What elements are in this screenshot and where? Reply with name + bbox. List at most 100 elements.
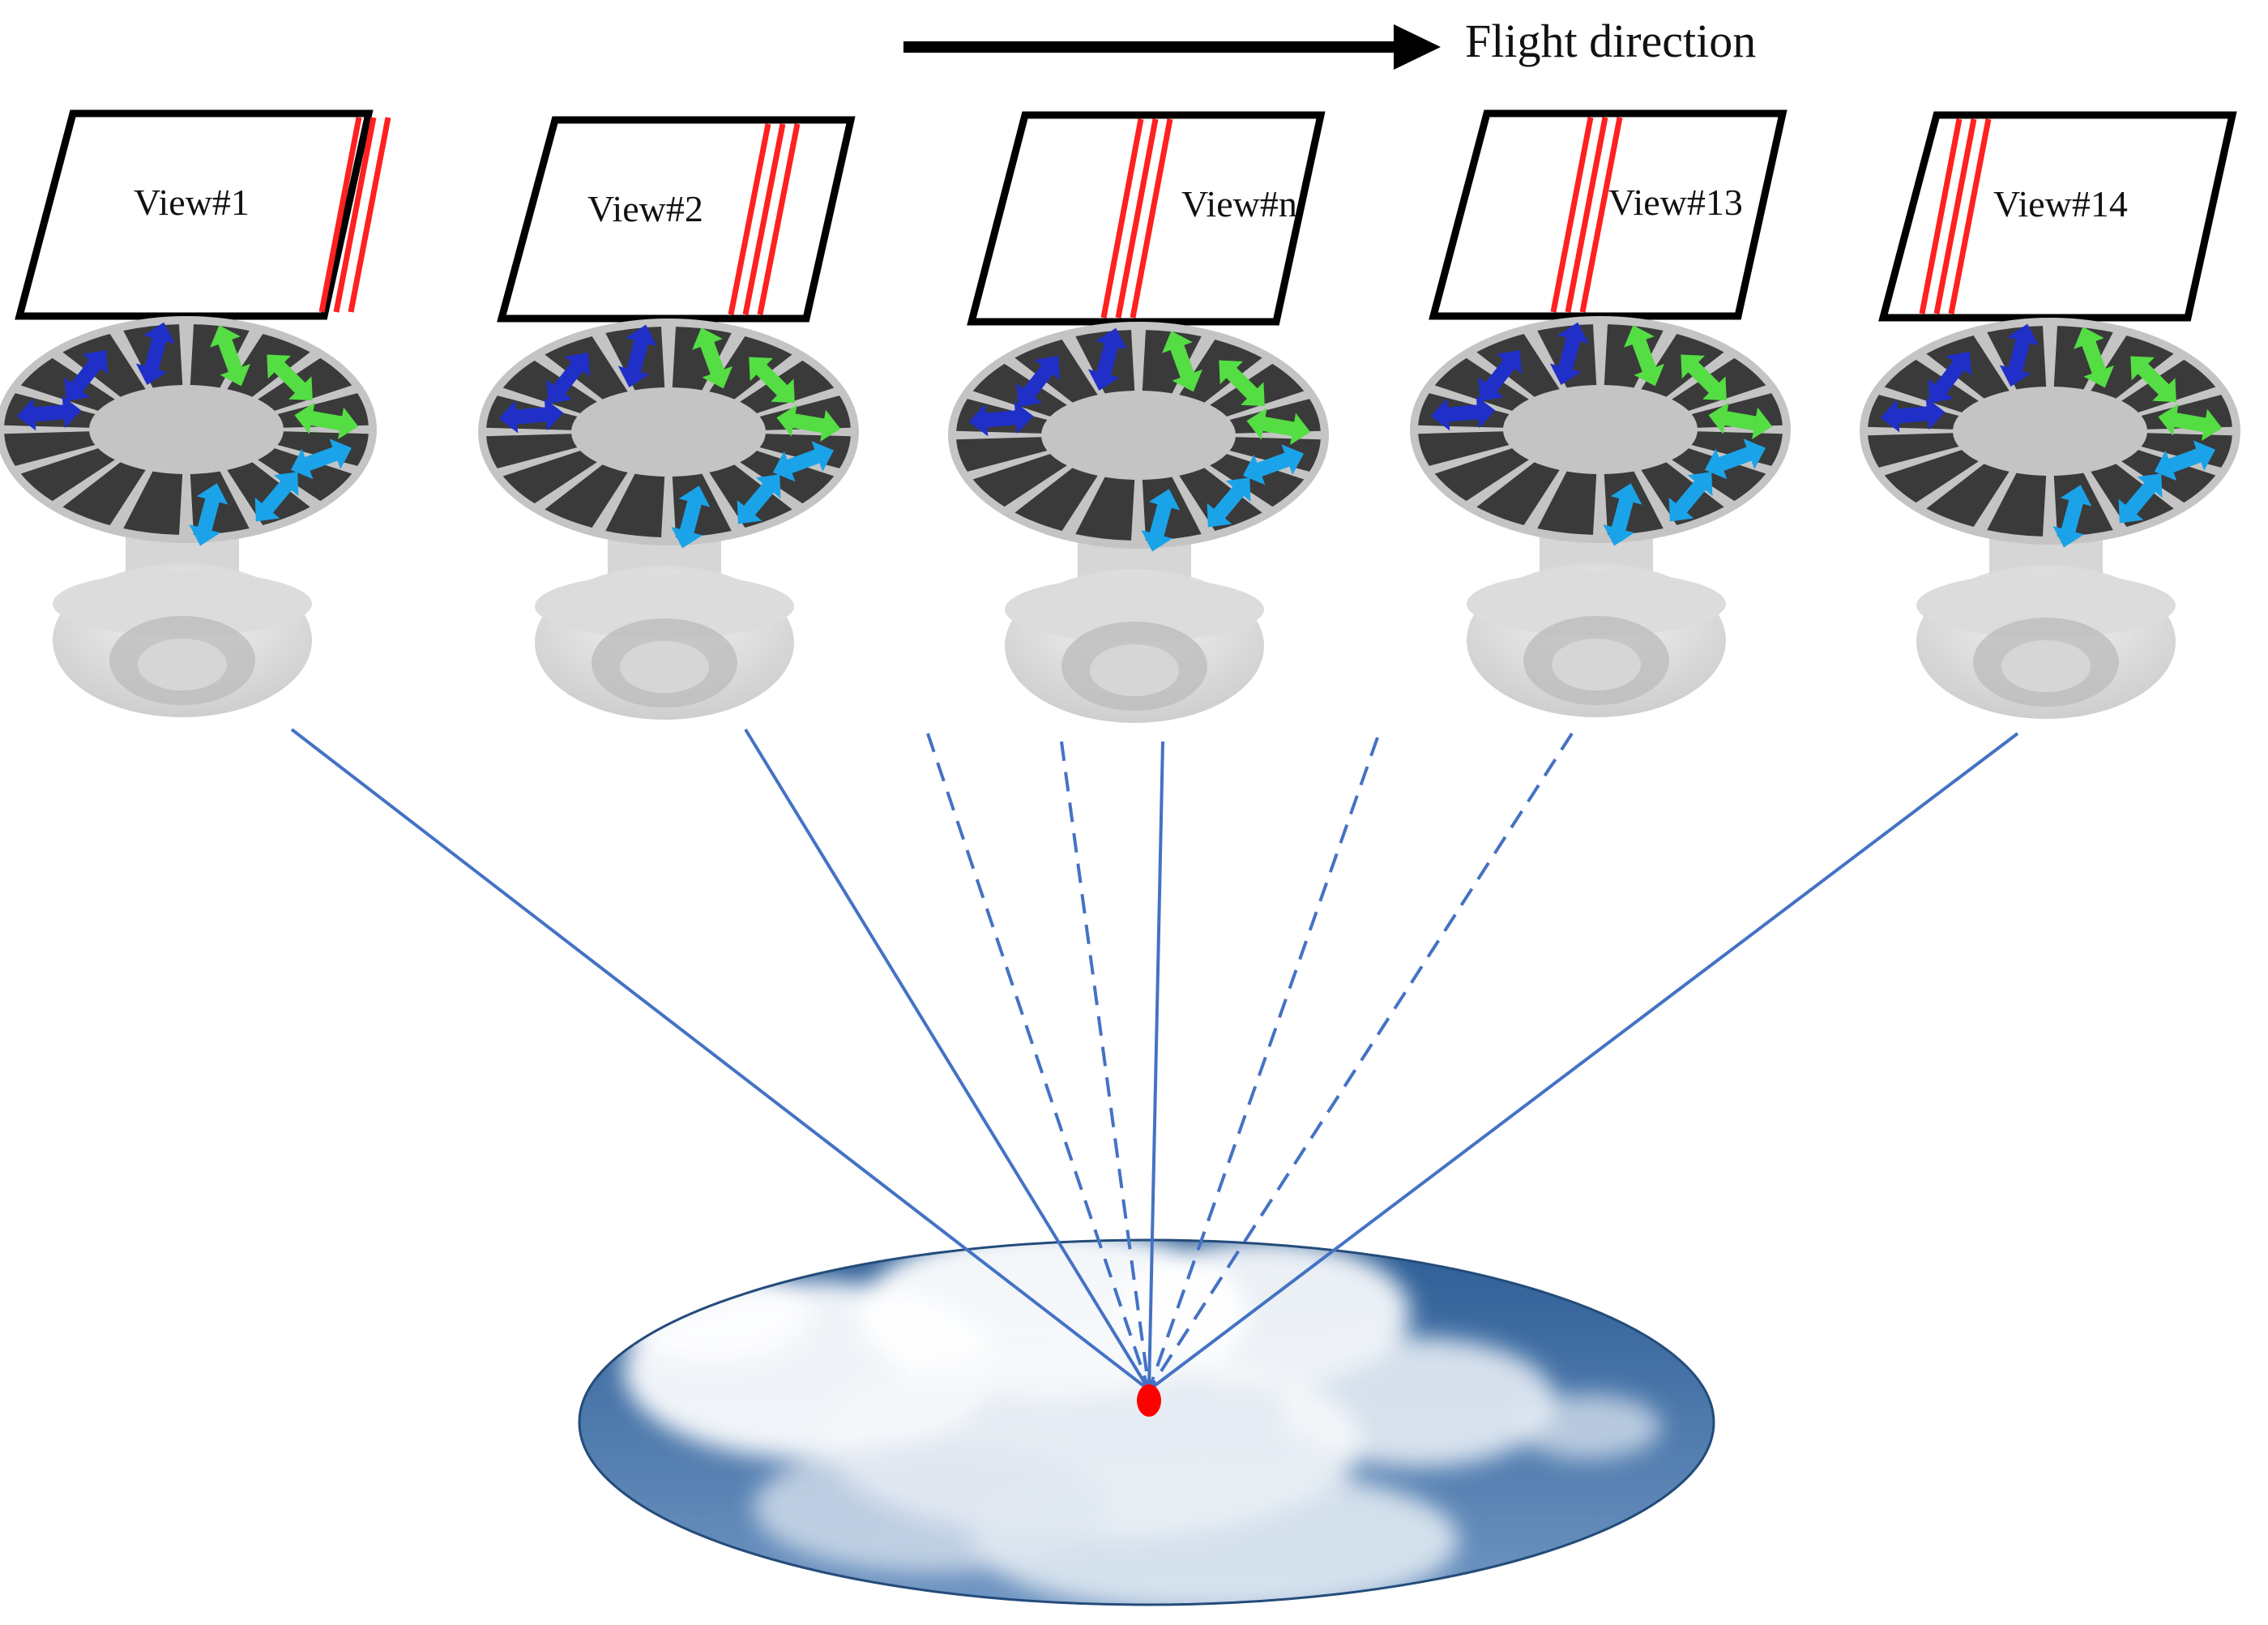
- polarization-arrow-icon: [135, 322, 175, 385]
- flight-direction: Flight direction: [903, 15, 1756, 70]
- dashed-ray: [1147, 732, 1574, 1392]
- polarizer-segment: [1868, 433, 1959, 468]
- view-label: View#14: [1993, 183, 2128, 225]
- polarization-arrow-icon: [2130, 356, 2176, 403]
- view-label: View#n: [1181, 183, 1297, 225]
- arrow-right-icon: [1394, 24, 1441, 70]
- scan-stripe: [1115, 118, 1159, 319]
- scan-stripe: [333, 117, 377, 313]
- view-unit: View#n: [948, 111, 1329, 723]
- polarization-arrow-icon: [1430, 396, 1496, 431]
- polarization-arrow-icon: [1704, 438, 1766, 480]
- polarizer-segment: [486, 434, 578, 468]
- polarization-arrow-icon: [692, 327, 733, 389]
- polarization-arrow-icon: [498, 398, 564, 434]
- dashed-ray: [1060, 741, 1151, 1391]
- polarization-arrow-icon: [1668, 472, 1713, 522]
- polarization-arrow-icon: [267, 354, 313, 401]
- polarization-arrow-icon: [1708, 402, 1773, 440]
- view-frame: View#1: [15, 109, 391, 320]
- polarizer-wheel-icon: [1410, 316, 1791, 546]
- target-point-icon: [1137, 1384, 1161, 1417]
- scan-stripe: [348, 117, 391, 313]
- polarizer-segment: [1926, 464, 2010, 528]
- polarizer-segment: [227, 462, 310, 526]
- polarizer-segment: [605, 473, 665, 537]
- polarization-arrow-icon: [254, 472, 299, 522]
- polarization-arrow-icon: [16, 396, 82, 431]
- polarization-arrow-icon: [2052, 485, 2092, 548]
- polarizer-segment: [190, 324, 250, 388]
- polarization-arrow-icon: [290, 438, 352, 480]
- view-frame: View#n: [967, 111, 1326, 326]
- polarization-arrow-icon: [1603, 483, 1642, 546]
- polarization-arrow-icon: [546, 352, 591, 404]
- scan-stripe: [1130, 118, 1173, 319]
- scan-stripe: [742, 123, 786, 315]
- polarizer-segment: [1418, 431, 1510, 466]
- viewing-rays: [290, 728, 2019, 1392]
- polarization-arrow-icon: [1999, 323, 2039, 387]
- polarization-arrow-icon: [1207, 477, 1251, 528]
- polarization-arrow-icon: [2074, 327, 2115, 388]
- polarizer-wheel-icon: [948, 322, 1329, 552]
- view-frame: View#2: [497, 116, 856, 323]
- polarization-arrow-icon: [1624, 325, 1665, 387]
- polarization-arrow-icon: [1162, 331, 1203, 392]
- polarizer-segment: [2053, 326, 2113, 390]
- polarizer-segment: [1014, 468, 1098, 532]
- polarization-arrow-icon: [64, 349, 109, 402]
- polarizer-segment: [20, 448, 115, 502]
- solid-ray: [1147, 741, 1164, 1391]
- dome-camera-icon: [1467, 531, 1726, 717]
- polarization-arrow-icon: [1246, 408, 1311, 446]
- polarization-arrow-icon: [776, 404, 841, 443]
- dome-camera-icon: [1916, 532, 2176, 719]
- solid-ray: [290, 728, 1151, 1392]
- polarizer-segment: [1604, 324, 1664, 388]
- view-label: View#1: [134, 182, 250, 223]
- polarization-arrow-icon: [1141, 489, 1181, 552]
- polarization-arrow-icon: [1928, 351, 1972, 404]
- polarization-arrow-icon: [617, 324, 657, 387]
- flight-direction-label: Flight direction: [1465, 15, 1756, 67]
- cloud-sky-ellipse: [578, 1238, 1715, 1606]
- polarization-arrow-icon: [1219, 360, 1265, 407]
- polarization-arrow-icon: [772, 441, 835, 482]
- dome-camera-icon: [53, 531, 312, 717]
- polarizer-segment: [1179, 468, 1262, 532]
- dome-camera-icon: [535, 533, 794, 720]
- polarizer-segment: [1142, 330, 1202, 394]
- polarization-arrow-icon: [1681, 354, 1727, 401]
- view-unit: View#1: [0, 109, 391, 717]
- polarization-arrow-icon: [1478, 349, 1523, 402]
- view-unit: View#14: [1860, 111, 2240, 719]
- polarization-arrow-icon: [1087, 327, 1127, 391]
- polarizer-segment: [545, 464, 628, 528]
- polarizer-segment: [123, 471, 183, 535]
- polarizer-segment: [1641, 462, 1724, 526]
- polarization-arrow-icon: [1549, 322, 1589, 385]
- polarizer-wheel-icon: [478, 319, 859, 549]
- scan-stripe: [1948, 118, 1992, 314]
- polarizer-segment: [1075, 477, 1135, 541]
- scan-stripe: [1550, 117, 1594, 313]
- polarizer-segment: [502, 451, 597, 504]
- polarizer-segment: [1884, 450, 1979, 503]
- polarizer-segment: [1476, 462, 1560, 526]
- polarization-arrow-icon: [1016, 355, 1061, 408]
- polarization-arrow-icon: [2118, 473, 2163, 524]
- dome-camera-icon: [1005, 537, 1264, 723]
- polarization-arrow-icon: [1880, 397, 1946, 433]
- polarizer-segment: [709, 464, 792, 528]
- polarizer-segment: [1987, 473, 2047, 537]
- polarizer-wheel-icon: [1860, 318, 2240, 548]
- dashed-ray: [1147, 737, 1379, 1391]
- polarizer-segment: [972, 454, 1067, 507]
- polarizer-segment: [1537, 471, 1597, 535]
- polarization-arrow-icon: [968, 401, 1034, 437]
- solid-ray: [1147, 732, 2019, 1392]
- polarization-arrow-icon: [749, 357, 795, 404]
